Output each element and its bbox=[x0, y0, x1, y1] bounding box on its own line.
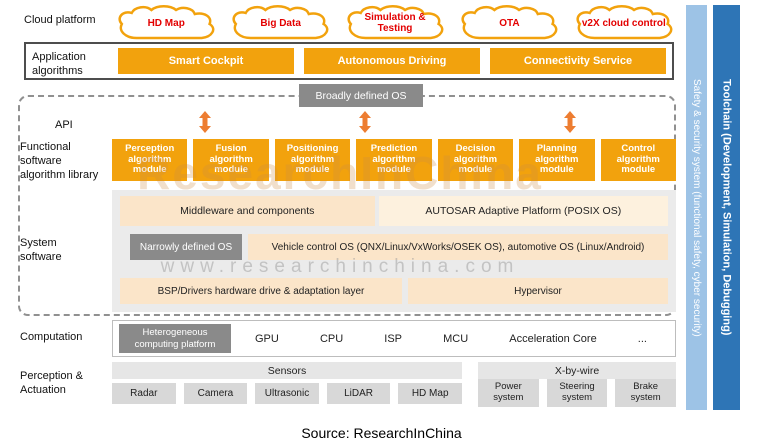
api-label: API bbox=[55, 119, 73, 131]
autosar-box: AUTOSAR Adaptive Platform (POSIX OS) bbox=[378, 196, 668, 226]
cloud-label: HD Map bbox=[147, 17, 185, 29]
camera-box: Camera bbox=[183, 383, 248, 404]
safety-security-sidebar: Safety & security system (functional saf… bbox=[686, 5, 707, 410]
cloud-icon bbox=[232, 5, 329, 40]
narrowly-defined-os-box: Narrowly defined OS bbox=[130, 234, 242, 260]
cloud-label: Big Data bbox=[260, 17, 301, 29]
perception-actuation-label: Perception & Actuation bbox=[20, 370, 83, 396]
cloud-label: v2X cloud control bbox=[581, 17, 666, 29]
cloud-label: Simulation & Testing bbox=[364, 12, 426, 34]
cloud-row: HD Map Big Data Simulation & Testing OTA… bbox=[112, 4, 678, 42]
computation-panel: Heterogeneous computing platform GPU CPU… bbox=[112, 320, 676, 357]
hd-map-box: HD Map bbox=[398, 383, 462, 404]
api-arrow-icon bbox=[358, 111, 372, 133]
hypervisor-box: Hypervisor bbox=[408, 278, 668, 304]
autonomous-driving-box: Autonomous Driving bbox=[304, 48, 480, 74]
api-arrow-icon bbox=[563, 111, 577, 133]
cloud-icon bbox=[576, 5, 672, 40]
acceleration-core-label: Acceleration Core bbox=[509, 332, 597, 345]
bsp-drivers-box: BSP/Drivers hardware drive & adaptation … bbox=[120, 278, 402, 304]
cloud-big-data: Big Data bbox=[226, 4, 334, 42]
cloud-icon bbox=[347, 5, 444, 40]
power-system-box: Power system bbox=[478, 379, 539, 407]
cpu-label: CPU bbox=[319, 332, 344, 345]
decision-module: Decision algorithm module bbox=[437, 139, 514, 181]
planning-module: Planning algorithm module bbox=[519, 139, 595, 181]
x-by-wire-header: X-by-wire bbox=[478, 362, 676, 379]
middleware-box: Middleware and components bbox=[120, 196, 375, 226]
application-algorithms-label: Application algorithms bbox=[32, 51, 86, 77]
sensors-header: Sensors bbox=[112, 362, 462, 379]
compute-units-row: GPU CPU ISP MCU Acceleration Core ... bbox=[231, 333, 675, 345]
toolchain-sidebar: Toolchain (Development, Simulation, Debu… bbox=[713, 5, 740, 410]
prediction-module: Prediction algorithm module bbox=[356, 139, 432, 181]
functional-library-label: Functional software algorithm library bbox=[20, 141, 99, 181]
cloud-hd-map: HD Map bbox=[112, 4, 220, 42]
more-units-label: ... bbox=[637, 332, 647, 345]
system-software-label: System software bbox=[20, 237, 62, 263]
vehicle-control-os-box: Vehicle control OS (QNX/Linux/VxWorks/OS… bbox=[248, 234, 668, 260]
cloud-simulation-testing: Simulation & Testing bbox=[341, 4, 449, 42]
system-software-panel: Middleware and components AUTOSAR Adapti… bbox=[112, 190, 676, 312]
heterogeneous-platform-box: Heterogeneous computing platform bbox=[119, 324, 231, 353]
algorithm-module-row: Perception algorithm module Fusion algor… bbox=[112, 139, 676, 181]
safety-security-label: Safety & security system (functional saf… bbox=[691, 78, 702, 337]
lidar-box: LiDAR bbox=[326, 383, 391, 404]
gpu-label: GPU bbox=[255, 332, 279, 345]
api-arrow-icon bbox=[198, 111, 212, 133]
isp-label: ISP bbox=[384, 332, 402, 345]
cloud-v2x: v2X cloud control bbox=[570, 4, 678, 42]
ultrasonic-box: Ultrasonic bbox=[255, 383, 319, 404]
fusion-module: Fusion algorithm module bbox=[193, 139, 269, 181]
perception-module: Perception algorithm module bbox=[112, 139, 188, 181]
cloud-label: OTA bbox=[499, 17, 520, 29]
cloud-ota: OTA bbox=[455, 4, 563, 42]
application-algorithms-container: Application algorithms Smart Cockpit Aut… bbox=[24, 42, 674, 80]
sensor-row: Radar Camera Ultrasonic LiDAR HD Map bbox=[112, 383, 462, 404]
connectivity-service-box: Connectivity Service bbox=[490, 48, 666, 74]
cloud-icon bbox=[118, 5, 215, 40]
actuator-row: Power system Steering system Brake syste… bbox=[478, 379, 677, 407]
cloud-icon bbox=[461, 5, 558, 40]
mcu-label: MCU bbox=[443, 332, 469, 345]
source-credit: Source: ResearchInChina bbox=[301, 425, 462, 441]
radar-box: Radar bbox=[112, 383, 176, 404]
steering-system-box: Steering system bbox=[546, 379, 608, 407]
positioning-module: Positioning algorithm module bbox=[274, 139, 351, 181]
cloud-platform-label: Cloud platform bbox=[24, 14, 96, 26]
computation-label: Computation bbox=[20, 331, 83, 343]
broadly-defined-os-box: Broadly defined OS bbox=[299, 84, 423, 107]
control-module: Control algorithm module bbox=[600, 139, 676, 181]
smart-cockpit-box: Smart Cockpit bbox=[118, 48, 294, 74]
middleware-row: Middleware and components AUTOSAR Adapti… bbox=[120, 196, 668, 226]
toolchain-label: Toolchain (Development, Simulation, Debu… bbox=[720, 79, 733, 336]
brake-system-box: Brake system bbox=[615, 379, 677, 407]
